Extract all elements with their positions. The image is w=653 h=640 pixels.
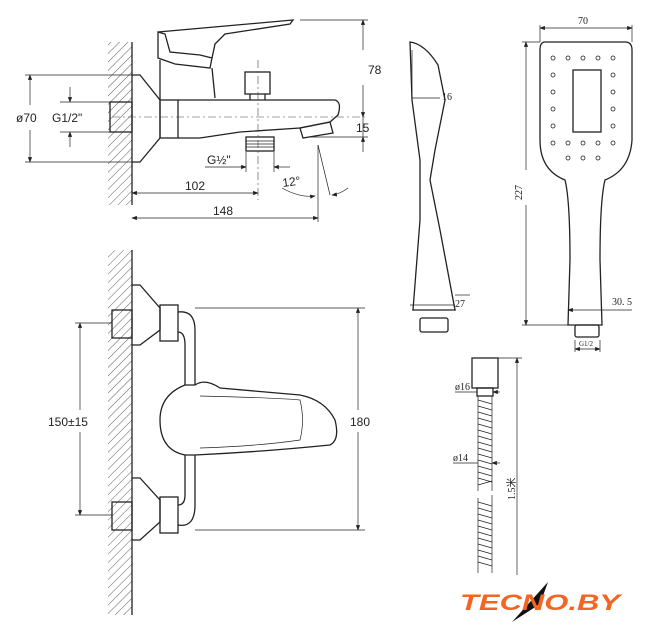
shower-hose	[453, 357, 522, 575]
dim-flange-diameter: ø70	[16, 111, 37, 125]
dim-length: 227	[514, 185, 525, 200]
dim-hose-diameter: ø14	[453, 453, 468, 464]
mixer-side-view	[25, 19, 368, 222]
dim-head-depth: 16	[442, 92, 452, 103]
dim-outlet-distance: 102	[185, 179, 205, 193]
diverter-knob	[244, 71, 271, 95]
dim-nut-diameter: ø16	[455, 382, 470, 393]
dim-connector: G1/2	[579, 340, 594, 348]
wall-hatch	[108, 42, 132, 205]
spout	[178, 99, 341, 139]
dim-height-78: 78	[368, 63, 382, 77]
dim-hose-length: 1.5米	[505, 478, 518, 501]
hand-shower-front	[522, 25, 633, 352]
hex-nut	[159, 99, 179, 139]
front-lever	[159, 381, 338, 456]
mixer-front-view	[75, 250, 365, 615]
dim-spout-length: 148	[213, 204, 233, 218]
dim-front-height: 180	[350, 415, 370, 429]
wall-flange	[132, 74, 161, 163]
dim-width: 70	[578, 16, 588, 27]
dim-handle-side: 27	[455, 299, 465, 310]
logo-text: TECNO.BY	[460, 590, 623, 615]
dim-outlet-thread: G½"	[207, 153, 231, 167]
tecno-by-logo: TECNO.BY	[460, 582, 623, 622]
dim-inlet-thread: G1/2"	[52, 111, 82, 125]
dim-spout-offset-15: 15	[356, 121, 370, 135]
logo-slash-mark	[512, 582, 548, 622]
hand-shower-side	[409, 41, 470, 333]
dim-angle: 12°	[281, 174, 301, 190]
lever-handle	[157, 19, 295, 59]
dim-handle-front: 30. 5	[612, 297, 632, 308]
dim-center-distance: 150±15	[48, 415, 88, 429]
